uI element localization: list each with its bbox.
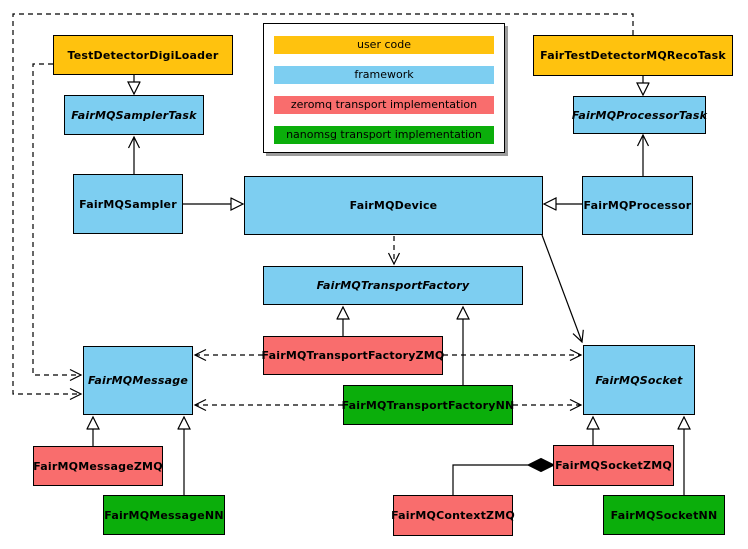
- composition-diamond-icon: [526, 457, 556, 473]
- node-fairmqtransportfactory: FairMQTransportFactory: [263, 266, 523, 305]
- node-fairmqprocessor: FairMQProcessor: [582, 176, 693, 235]
- node-fairmqsocket: FairMQSocket: [583, 345, 695, 415]
- node-fairmqmessagenn: FairMQMessageNN: [103, 495, 225, 535]
- legend-item-framework: framework: [274, 66, 494, 84]
- node-fairmqmessage: FairMQMessage: [83, 346, 193, 415]
- legend: user code framework zeromq transport imp…: [263, 23, 505, 153]
- node-fairmqdevice: FairMQDevice: [244, 176, 543, 235]
- node-fairmqsamplertask: FairMQSamplerTask: [64, 95, 204, 135]
- node-fairmqsocketnn: FairMQSocketNN: [603, 495, 725, 535]
- legend-item-zeromq: zeromq transport implementation: [274, 96, 494, 114]
- node-fairtestdetectormqrecotask: FairTestDetectorMQRecoTask: [533, 35, 733, 76]
- legend-item-nanomsg: nanomsg transport implementation: [274, 126, 494, 144]
- node-fairmqprocessortask: FairMQProcessorTask: [572, 96, 707, 134]
- edge-contextzmq-socketzmq: [452, 464, 528, 495]
- node-fairmqtransportfactorynn: FairMQTransportFactoryNN: [342, 385, 514, 425]
- node-fairmqcontextzmq: FairMQContextZMQ: [391, 495, 515, 536]
- node-fairmqtransportfactoryzmq: FairMQTransportFactoryZMQ: [262, 336, 444, 375]
- legend-item-user-code: user code: [274, 36, 494, 54]
- node-fairmqsampler: FairMQSampler: [73, 174, 183, 234]
- node-testdetectordigiloader: TestDetectorDigiLoader: [53, 35, 233, 75]
- node-fairmqsocketzmq: FairMQSocketZMQ: [553, 445, 674, 486]
- node-fairmqmessagezmq: FairMQMessageZMQ: [33, 446, 163, 486]
- edge-device-socket: [541, 234, 584, 344]
